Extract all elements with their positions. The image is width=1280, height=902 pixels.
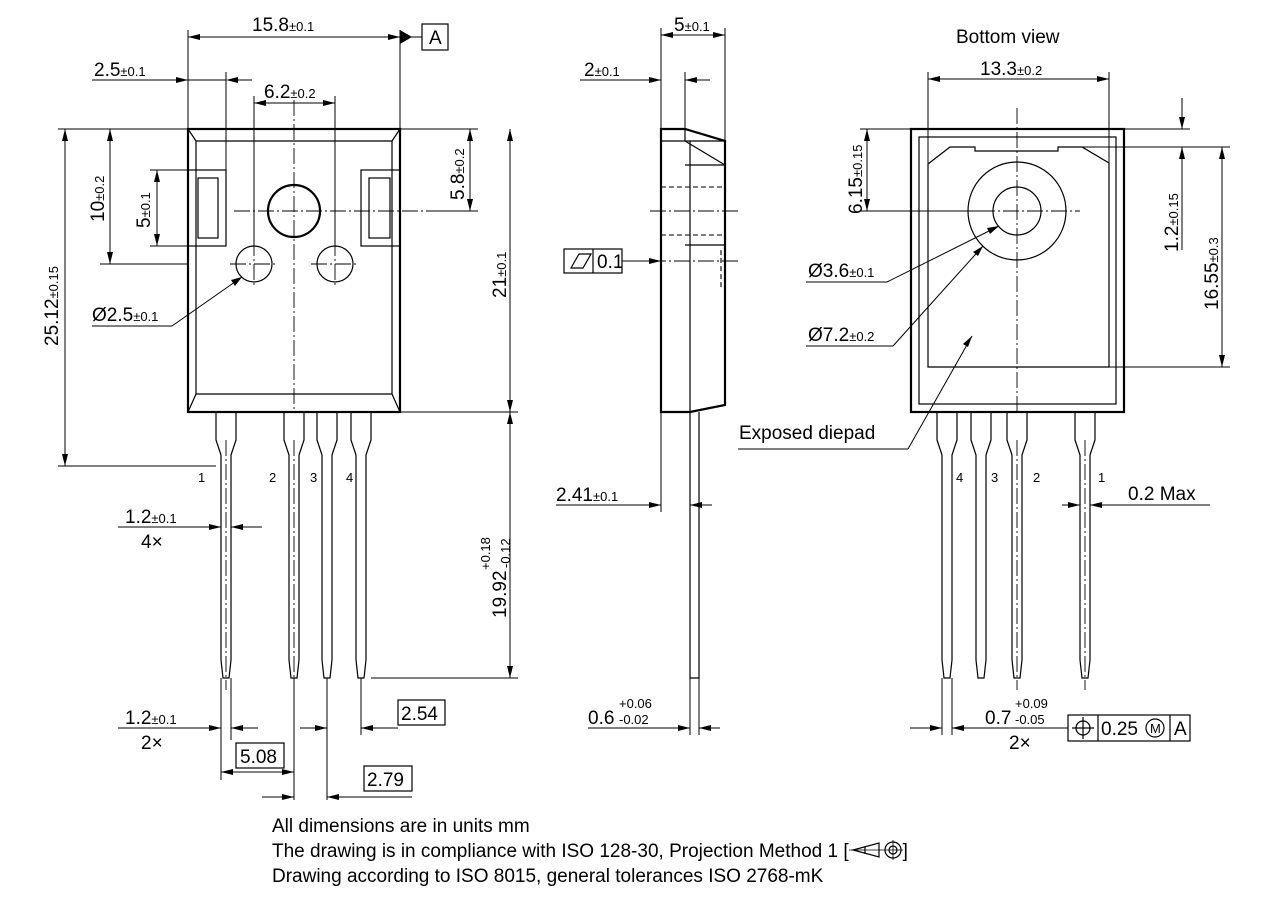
bottom-leads [936,412,1096,690]
dim-1-2-bottom: 1.2±0.15 [1162,193,1183,252]
dim-0-6: 0.6 [588,708,614,729]
datum-a-box [421,23,449,51]
dim-side-2: 2±0.1 [584,60,620,81]
side-view: 5±0.1 2±0.1 0.1 2.41±0.1 0.6 +0.06 -0.02 [556,15,740,735]
dim-16-55: 16.55±0.3 [1202,237,1223,310]
dim-25-12: 25.12±0.15 [42,266,63,346]
flatness-icon [569,253,593,269]
right-recess [360,169,401,247]
side-lead [689,412,700,679]
mmc-modifier-icon [1145,718,1165,738]
bottom-view: Bottom view 4 3 2 1 13.3±0.2 [738,27,1230,754]
note-units: All dimensions are in units mm [272,816,530,837]
bottom-view-title: Bottom view [956,27,1060,48]
dim-2-41: 2.41±0.1 [556,485,618,506]
dim-dia-3-6: Ø3.6±0.1 [808,261,874,282]
dim-0-7: 0.7 [985,708,1011,729]
dim-2-5: 2.5±0.1 [94,60,146,81]
projection-method-icon [848,840,903,860]
datum-a: A [429,28,442,49]
dim-19-92: 19.92 [490,570,511,618]
drawing-notes: All dimensions are in units mm The drawi… [272,814,908,889]
pin-label-2: 2 [269,470,276,485]
position-value: 0.25 [1101,719,1138,740]
dim-0-2-max: 0.2 Max [1128,484,1196,505]
dim-10: 10±0.2 [88,176,109,222]
count-4x: 4× [141,532,163,553]
dim-21: 21±0.1 [490,252,511,298]
dim-15-8: 15.8±0.1 [252,15,314,36]
bottom-package-body [909,127,1126,414]
position-tolerance-frame: 0.25 M A [1067,714,1191,742]
dim-dia-2-5: Ø2.5±0.1 [92,305,158,326]
tol-plus-009: +0.09 [1015,696,1048,711]
dim-2-79: 2.79 [367,770,404,791]
note-iso-128: The drawing is in compliance with ISO 12… [272,840,908,862]
front-leads [215,412,372,690]
datum-ref-a: A [1174,719,1187,740]
bottom-pin-label-4: 4 [956,470,963,485]
pin-label-4: 4 [346,470,353,485]
dim-1-2-2x: 1.2±0.1 [125,708,177,729]
count-2x-bottom: 2× [1009,733,1031,754]
tol-plus-018: +0.18 [478,537,493,570]
bottom-pin-label-1: 1 [1098,470,1105,485]
left-recess [187,169,227,247]
tol-minus-012: -0.12 [498,538,513,568]
bottom-pin-label-2: 2 [1033,470,1040,485]
count-2x: 2× [141,733,163,754]
tol-minus-005: -0.05 [1015,712,1045,727]
tol-plus-006: +0.06 [619,696,652,711]
pin-label-1: 1 [198,470,205,485]
dim-5-08: 5.08 [240,747,277,768]
dim-1-2-4x: 1.2±0.1 [125,507,177,528]
pin-label-3: 3 [310,470,317,485]
mmc-modifier: M [1150,721,1161,736]
note-iso-8015: Drawing according to ISO 8015, general t… [272,866,824,887]
side-package-body [659,127,727,414]
exposed-diepad [927,146,1110,368]
dim-5: 5±0.1 [134,192,155,228]
bottom-pin-label-3: 3 [991,470,998,485]
dim-dia-7-2: Ø7.2±0.2 [808,325,874,346]
dim-5-8: 5.8±0.2 [448,148,469,200]
front-view: 1 2 3 4 A 15.8±0.1 2.5±0.1 6.2±0.2 [42,15,518,800]
exposed-diepad-label: Exposed diepad [739,423,875,444]
tol-minus-002: -0.02 [619,712,649,727]
dim-6-2: 6.2±0.2 [264,82,316,103]
dim-6-15: 6.15±0.15 [846,145,867,214]
dim-13-3: 13.3±0.2 [980,59,1042,80]
package-drawing: 1 2 3 4 A 15.8±0.1 2.5±0.1 6.2±0.2 [42,15,1230,800]
flatness-value: 0.1 [597,252,623,273]
dim-2-54: 2.54 [401,704,438,725]
dim-side-5: 5±0.1 [674,15,710,36]
